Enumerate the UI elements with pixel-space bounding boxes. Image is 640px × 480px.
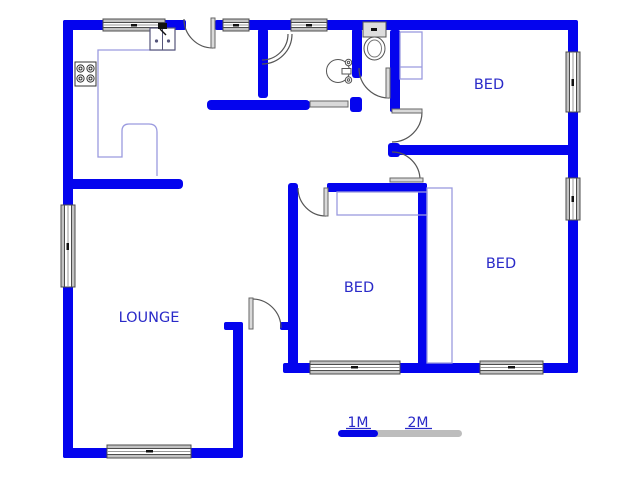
room-labels: BED BED BED LOUNGE <box>119 77 517 326</box>
cupboard-between-beds <box>426 187 453 364</box>
bathroom-threshold-leaf <box>309 100 349 108</box>
wall-wc-right <box>390 30 400 112</box>
window-top-2 <box>222 18 250 32</box>
bathroom-door-arc-outer <box>261 33 293 65</box>
scale-bar-1m-segment <box>338 430 378 437</box>
wall-kitchen-lounge-divider <box>68 179 183 189</box>
fixtures <box>74 21 387 87</box>
bathroom-door-arc-inner <box>261 33 289 61</box>
bed-bottom-right-door-arc <box>391 151 421 181</box>
lounge-door-arc <box>251 298 282 329</box>
door-arcs <box>183 18 423 329</box>
scale-label-2m: 2M <box>408 415 429 431</box>
wall-middle-bed-right <box>418 188 427 368</box>
kitchen-counter-outline <box>97 49 175 176</box>
wall-lounge-door-nib-left <box>224 322 243 330</box>
wall-kitchen-right <box>258 28 268 98</box>
wall-lounge-right <box>233 322 243 458</box>
built-in-outlines <box>97 31 453 364</box>
wall-middle-bed-top <box>327 183 427 192</box>
scale-bar: 1M 2M <box>338 415 462 437</box>
window-bed-right-upper <box>565 51 581 113</box>
scale-bar-2m-segment <box>360 430 462 437</box>
room-label-bed-middle: BED <box>344 280 374 296</box>
window-lounge-left <box>60 204 76 288</box>
front-door-leaf <box>210 17 216 49</box>
window-bed-bottom-right <box>479 360 544 375</box>
wall-top-right-segment <box>215 20 578 30</box>
bed-top-right-door-arc <box>391 111 423 143</box>
toilet-icon <box>362 21 387 61</box>
wall-wc-left-upper <box>352 28 362 78</box>
wall-hall-bathroom-bottom <box>207 100 310 110</box>
room-label-lounge: LOUNGE <box>119 310 180 326</box>
window-middle-bed-bottom <box>309 360 401 375</box>
bed-top-right-door-leaf <box>391 108 423 114</box>
wc-door-arc <box>358 67 390 99</box>
window-bed-right-lower <box>565 177 581 221</box>
room-label-bed-top-right: BED <box>474 77 504 93</box>
cupboard-middle-bed <box>336 191 428 216</box>
window-lounge-bottom <box>106 444 192 459</box>
stove-icon <box>74 61 97 87</box>
wall-wc-left-cap <box>350 97 362 112</box>
door-leaves <box>210 17 424 330</box>
scale-label-1m: 1M <box>348 415 369 431</box>
cupboard-top-right-bed <box>399 31 423 80</box>
window-bathroom-top <box>290 18 328 32</box>
bed-bottom-right-door-leaf <box>389 177 424 183</box>
sink-icon <box>149 23 176 51</box>
bed-middle-door-arc <box>297 187 327 217</box>
wc-door-leaf <box>385 67 391 99</box>
windows <box>60 18 581 459</box>
lounge-door-leaf <box>248 297 254 330</box>
bed-middle-door-leaf <box>323 187 329 217</box>
room-label-bed-bottom-right: BED <box>486 256 516 272</box>
basin-icon <box>326 58 353 84</box>
wall-bed-divider <box>388 145 570 155</box>
wall-corridor-middle-bed <box>288 183 298 373</box>
front-door-arc <box>183 18 214 49</box>
